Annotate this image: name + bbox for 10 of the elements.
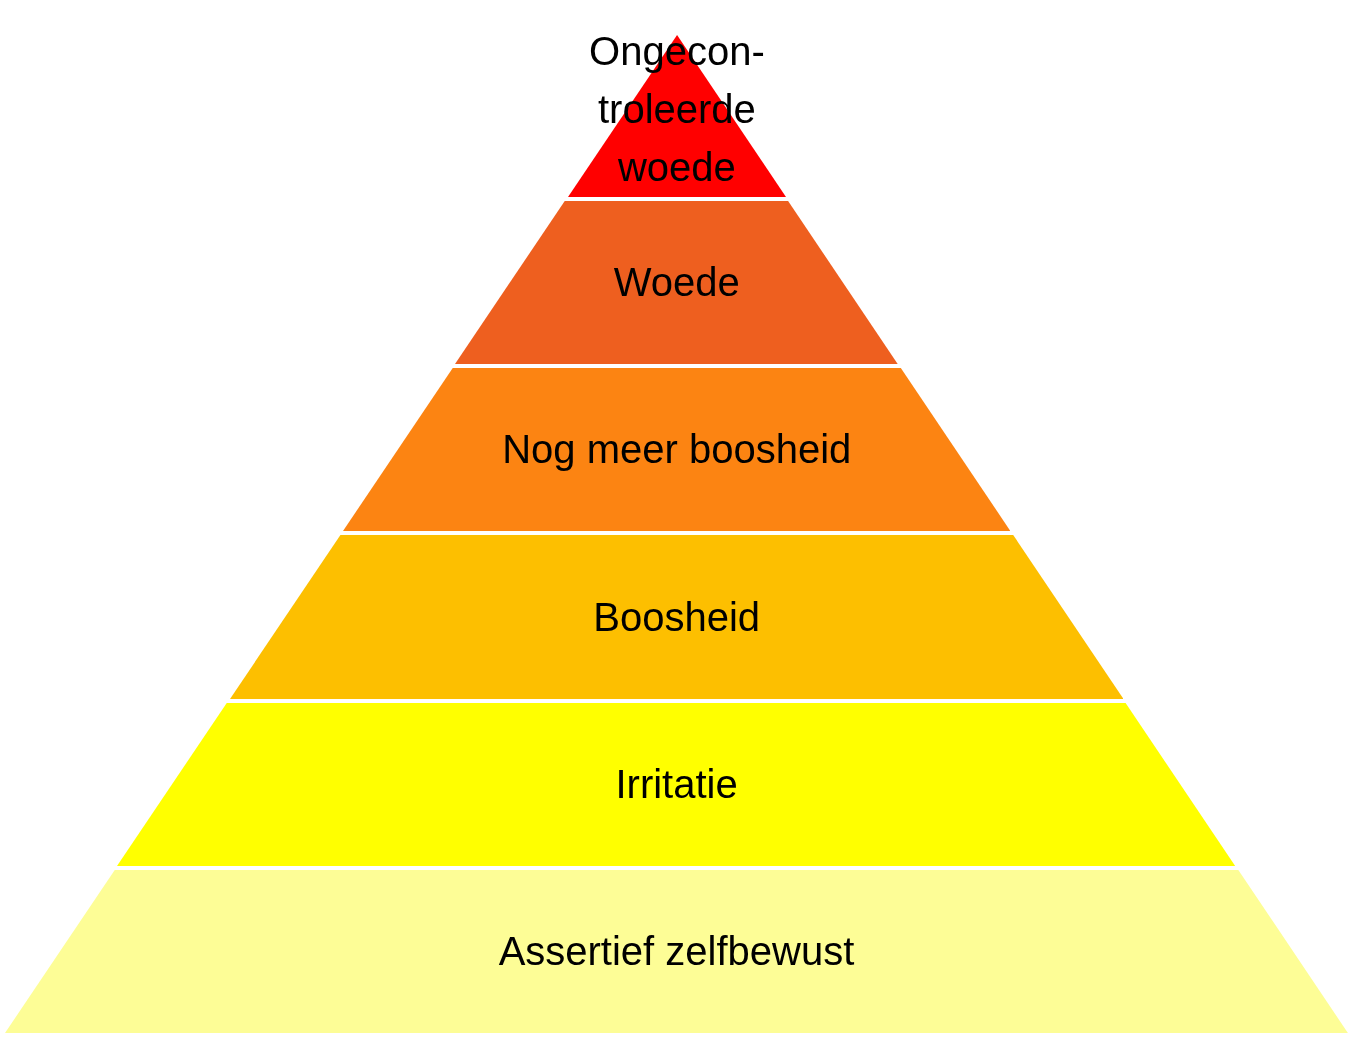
pyramid-tier — [229, 535, 1124, 699]
tier-label: Woede — [613, 260, 740, 305]
tier-label: Nog meer boosheid — [502, 427, 852, 472]
tier-label: Boosheid — [593, 594, 761, 640]
tier-label: Irritatie — [615, 762, 738, 807]
pyramid-tier — [117, 703, 1236, 866]
pyramid-tier — [455, 201, 899, 364]
pyramid-tier — [5, 870, 1348, 1033]
pyramid-tier — [343, 368, 1011, 531]
tier-label: Assertief zelfbewust — [498, 929, 855, 974]
